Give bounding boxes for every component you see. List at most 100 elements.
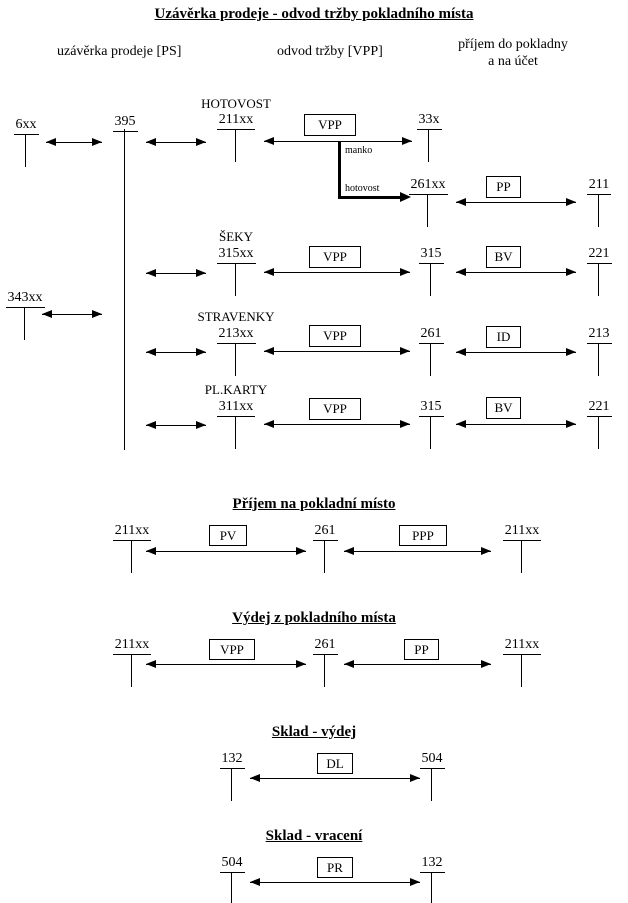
account-line — [428, 130, 429, 162]
account-132-2: 132 — [412, 853, 452, 903]
account-label: 211xx — [502, 523, 542, 541]
account-395-line — [124, 129, 125, 450]
account-label: 261 — [418, 326, 444, 344]
arrow-315xx-315 — [264, 268, 410, 276]
arrow-sklad-vydej — [250, 774, 420, 782]
account-vydej-right: 211xx — [498, 635, 546, 687]
account-label: 311xx — [216, 399, 256, 417]
account-395: 395 — [106, 112, 144, 132]
section-title-text: Sklad - vracení — [265, 828, 363, 844]
account-213: 213 — [582, 324, 616, 376]
arrow-261xx-211 — [456, 198, 576, 206]
section-title-text: Příjem na pokladní místo — [232, 496, 396, 512]
doc-box-pv: PV — [209, 525, 247, 546]
doc-box-pp: PP — [486, 176, 521, 198]
arrow-311xx-315 — [264, 420, 410, 428]
account-504-2: 504 — [212, 853, 252, 903]
branch-label-hotovost: hotovost — [345, 183, 380, 194]
account-label: 213 — [586, 326, 612, 344]
section-title-sklad-vydej: Sklad - výdej — [0, 724, 628, 741]
group-label-seky: ŠEKY — [219, 229, 253, 244]
section-title-text: Sklad - výdej — [271, 724, 357, 740]
doc-box-dl: DL — [317, 753, 353, 774]
account-vydej-mid: 261 — [308, 635, 342, 687]
doc-box-pr: PR — [317, 857, 353, 878]
account-line — [324, 541, 325, 573]
arrow-395-211xx — [146, 138, 206, 146]
doc-box-bv: BV — [486, 246, 521, 268]
account-line — [131, 541, 132, 573]
account-line — [427, 195, 428, 227]
arrow-sklad-vraceni — [250, 878, 420, 886]
account-label: 132 — [419, 855, 445, 873]
account-line — [598, 264, 599, 296]
account-prijem-right: 211xx — [498, 521, 546, 573]
account-label: 213xx — [216, 326, 256, 344]
account-label: 221 — [586, 246, 612, 264]
account-label: 315 — [418, 246, 444, 264]
account-315-2: 315 — [414, 397, 448, 449]
account-261: 261 — [414, 324, 448, 376]
arrow-prijem-1 — [146, 547, 306, 555]
account-504: 504 — [412, 749, 452, 801]
arrow-343xx-395 — [42, 310, 102, 318]
arrow-395-315xx — [146, 269, 206, 277]
account-6xx: 6xx — [8, 115, 44, 167]
branch-line-horizontal — [338, 196, 400, 199]
account-line — [24, 308, 25, 340]
branch-label-manko: manko — [345, 145, 373, 156]
page-title-text: Uzávěrka prodeje - odvod tržby pokladníh… — [154, 6, 474, 22]
arrow-213xx-261 — [264, 347, 410, 355]
doc-box-bv-2: BV — [486, 397, 521, 419]
column-header-receipt-line2: a na účet — [488, 54, 538, 69]
column-header-receipt-line1: příjem do pokladny — [458, 37, 568, 52]
account-line — [235, 264, 236, 296]
account-line — [430, 264, 431, 296]
doc-box-id: ID — [486, 326, 521, 348]
doc-box-vpp-plkarty: VPP — [309, 398, 361, 420]
account-label: 211xx — [502, 637, 542, 655]
account-132: 132 — [212, 749, 252, 801]
account-315: 315 — [414, 244, 448, 296]
branch-arrowhead — [400, 192, 411, 202]
arrow-395-213xx — [146, 348, 206, 356]
group-label-stravenky: STRAVENKY — [197, 309, 275, 324]
arrow-vydej-2 — [344, 660, 491, 668]
account-prijem-left: 211xx — [108, 521, 156, 573]
account-221: 221 — [582, 244, 616, 296]
section-title-sklad-vraceni: Sklad - vracení — [0, 828, 628, 845]
column-header-receipt: příjem do pokladny a na účet — [448, 36, 578, 70]
account-vydej-left: 211xx — [108, 635, 156, 687]
arrow-315-221-2 — [456, 420, 576, 428]
account-line — [521, 655, 522, 687]
account-label: 211 — [586, 177, 612, 195]
account-label: 315 — [418, 399, 444, 417]
account-label: 211xx — [112, 637, 152, 655]
arrow-vydej-1 — [146, 660, 306, 668]
account-311xx: 311xx — [212, 397, 260, 449]
column-header-closing: uzávěrka prodeje [PS] — [57, 44, 182, 59]
page-title: Uzávěrka prodeje - odvod tržby pokladníh… — [0, 6, 628, 23]
account-line — [25, 135, 26, 167]
account-line — [598, 195, 599, 227]
doc-box-vpp-hotovost: VPP — [304, 114, 356, 136]
branch-line-vertical — [338, 141, 341, 199]
account-label: 504 — [219, 855, 245, 873]
doc-box-pp-vydej: PP — [404, 639, 439, 660]
account-line — [598, 344, 599, 376]
arrow-6xx-395 — [46, 138, 102, 146]
doc-box-ppp: PPP — [399, 525, 447, 546]
account-line — [430, 344, 431, 376]
account-line — [324, 655, 325, 687]
account-221-2: 221 — [582, 397, 616, 449]
arrow-261-213 — [456, 348, 576, 356]
account-line — [430, 417, 431, 449]
account-211xx: 211xx — [212, 110, 260, 162]
doc-box-vpp-seky: VPP — [309, 246, 361, 268]
doc-box-vpp-stravenky: VPP — [309, 325, 361, 347]
account-33x: 33x — [412, 110, 446, 162]
account-line — [235, 130, 236, 162]
arrow-315-221 — [456, 268, 576, 276]
account-line — [235, 344, 236, 376]
